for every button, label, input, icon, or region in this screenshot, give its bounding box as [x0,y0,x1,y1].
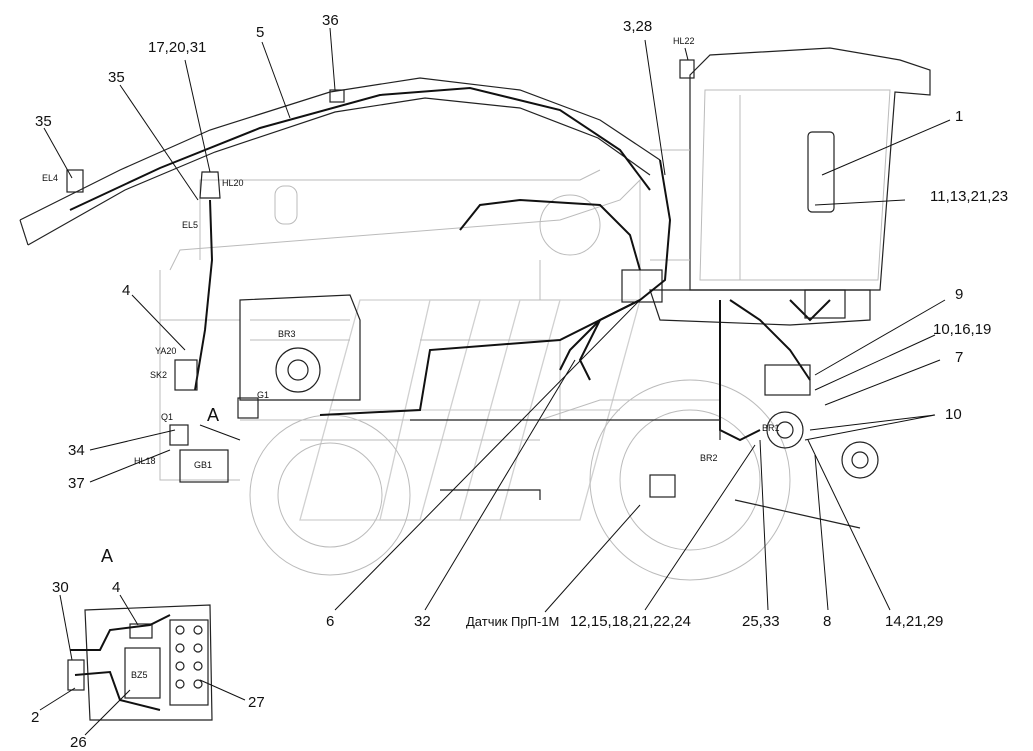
combine-body-outline [159,169,720,481]
cab-rear-block [804,289,846,319]
view-marker-a: A [207,405,219,425]
auger-bracket [329,89,345,103]
callout-14-21-29: 14,21,29 [885,613,943,630]
label-br3: BR3 [278,329,296,339]
view-arrow-a [199,424,241,441]
cab-junction-block [621,269,663,303]
callout-2: 2 [31,709,39,726]
callout-11-13-21-23: 11,13,21,23 [930,188,1008,205]
label-hl22: HL22 [673,36,695,46]
rear-motor [841,441,879,479]
callout-25-33: 25,33 [742,613,780,630]
unloading-auger [19,77,661,391]
detail-title-a: A [101,546,113,566]
label-hl18: HL18 [134,456,156,466]
label-q1: Q1 [161,412,173,422]
label-hl20: HL20 [222,178,244,188]
leader-lines [39,27,951,736]
label-el4: EL4 [42,173,58,183]
label-el5: EL5 [182,220,198,230]
callout-34: 34 [68,442,85,459]
label-g1: G1 [257,390,269,400]
callout-4: 4 [122,282,130,299]
br2-sensor [649,474,676,498]
callout-10: 10 [945,406,962,423]
rear-components [649,289,879,529]
rear-axle-rod [734,499,861,529]
label-gb1: GB1 [194,460,212,470]
label-bz5: BZ5 [131,670,148,680]
sk2-sensor [174,359,198,391]
callout-9: 9 [955,286,963,303]
fuse-block [169,619,209,706]
callout-7: 7 [955,349,963,366]
callout-36: 36 [322,12,339,29]
g1-generator [237,397,259,419]
cab-control-panel [807,131,835,213]
callout-30: 30 [52,579,69,596]
rear-wheel [589,379,791,581]
bz5-block [124,647,161,699]
callout-26: 26 [70,734,87,751]
q1-switch [169,424,189,446]
label-ya20: YA20 [155,346,176,356]
callout-35-upper: 35 [108,69,125,86]
callout-4-detail: 4 [112,579,120,596]
relay-4 [129,623,153,639]
hl20-lamp [199,171,221,199]
callout-8: 8 [823,613,831,630]
watermark [299,299,641,521]
connector-30 [67,659,85,691]
callout-35-left: 35 [35,113,52,130]
callout-6: 6 [326,613,334,630]
detail-view-a [67,604,213,721]
engine [237,294,361,419]
br1-sensor [766,411,804,449]
el4-lamp [66,169,84,193]
gb1-battery [179,449,229,483]
callout-17-20-31: 17,20,31 [148,39,206,56]
callout-37: 37 [68,475,85,492]
callout-10-16-19: 10,16,19 [933,321,991,338]
label-br2: BR2 [700,453,718,463]
battery-area [169,359,229,483]
main-harness [319,159,831,500]
hl22-beacon [679,59,695,79]
callout-5: 5 [256,24,264,41]
callout-12-15-18-21-22-24: 12,15,18,21,22,24 [570,613,691,630]
callout-27: 27 [248,694,265,711]
label-sk2: SK2 [150,370,167,380]
callout-3-28: 3,28 [623,18,652,35]
rear-hydraulic-unit [764,364,811,396]
cab [621,47,931,326]
callout-1: 1 [955,108,963,125]
label-br1: BR1 [762,423,780,433]
sensor-label: Датчик ПрП-1М [466,614,559,629]
callout-32: 32 [414,613,431,630]
